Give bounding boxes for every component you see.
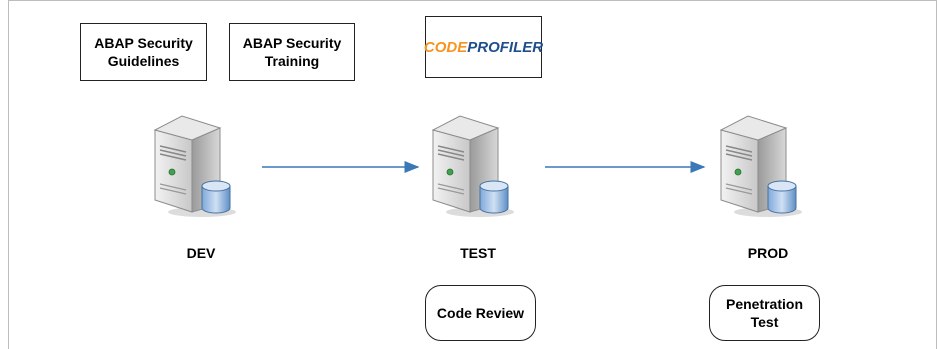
abap-security-guidelines-box: ABAP Security Guidelines <box>80 23 207 81</box>
abap-security-training-box: ABAP Security Training <box>229 23 355 81</box>
test-server-icon <box>431 115 514 217</box>
penetration-test-label: Penetration Test <box>725 296 803 330</box>
logo-part-code: CODE <box>423 38 468 56</box>
logo-part-profiler: PROFILER <box>467 38 544 56</box>
code-review-label: Code Review <box>436 305 525 321</box>
dev-server-icon <box>153 115 236 217</box>
penetration-test-box: Penetration Test <box>709 285 820 341</box>
training-label: ABAP Security Training <box>242 35 342 69</box>
prod-server-icon <box>719 115 802 217</box>
stage-label-test: TEST <box>460 245 496 261</box>
diagram-frame <box>8 0 937 349</box>
stage-label-dev: DEV <box>186 245 216 261</box>
guidelines-label: ABAP Security Guidelines <box>94 35 193 69</box>
code-review-box: Code Review <box>425 285 536 341</box>
stage-label-prod: PROD <box>747 245 789 261</box>
